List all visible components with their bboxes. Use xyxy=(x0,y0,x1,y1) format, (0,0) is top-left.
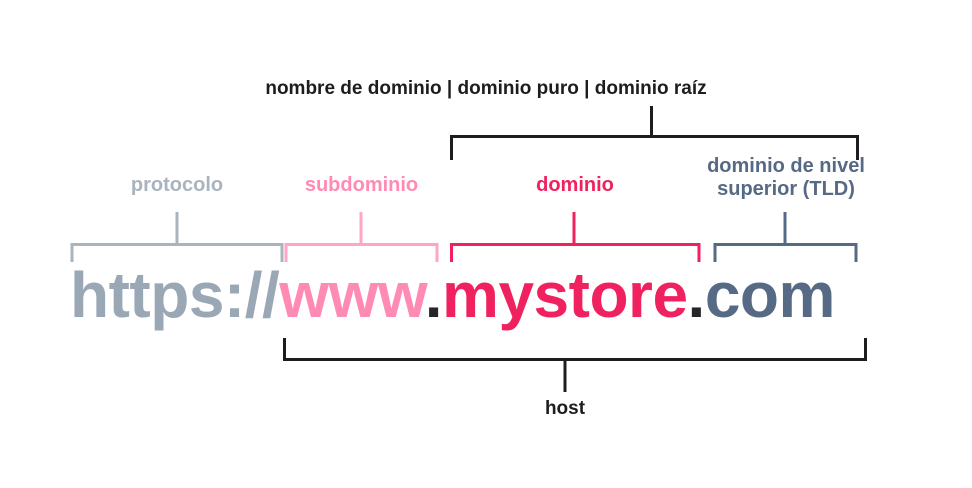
url-segment-domain: mystore xyxy=(442,259,688,331)
bracket-dominio xyxy=(450,212,701,262)
bracket-protocolo xyxy=(70,212,284,262)
bracket-domain-name xyxy=(450,106,859,160)
tld-label: dominio de nivel superior (TLD) xyxy=(661,155,911,201)
host-label: host xyxy=(544,398,586,419)
url-separator-dot-2: . xyxy=(687,259,706,331)
url-separator-dot-1: . xyxy=(424,259,443,331)
dominio-label: dominio xyxy=(536,174,614,196)
url-segment-tld: com xyxy=(704,259,836,331)
bracket-subdominio xyxy=(284,212,439,262)
tld-label-line2: superior (TLD) xyxy=(717,178,855,200)
subdominio-label: subdominio xyxy=(304,174,419,196)
url-segment-protocol: https:// xyxy=(70,259,280,331)
bracket-tld xyxy=(713,212,858,262)
bracket-host xyxy=(283,338,867,392)
url-segment-subdomain: www xyxy=(279,259,425,331)
domain-name-label: nombre de dominio | dominio puro | domin… xyxy=(265,78,707,99)
tld-label-line1: dominio de nivel xyxy=(707,155,865,177)
protocolo-label: protocolo xyxy=(130,174,224,196)
url-text: https://www.mystore.com xyxy=(70,263,835,327)
